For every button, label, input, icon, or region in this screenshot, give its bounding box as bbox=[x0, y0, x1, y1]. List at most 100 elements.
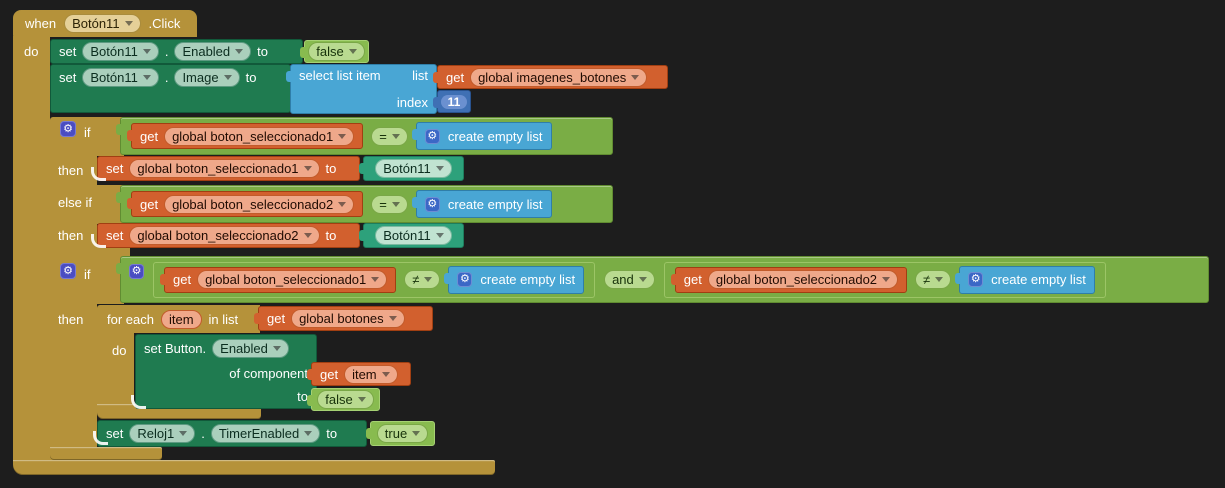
if1-elseif-row-ext[interactable] bbox=[97, 185, 124, 224]
get-keyword: get bbox=[173, 272, 192, 287]
set-enabled-block[interactable]: set Botón11 . Enabled to bbox=[50, 39, 303, 64]
mutator-gear-icon[interactable]: ⚙ bbox=[424, 196, 440, 212]
create-empty-list-label: create empty list bbox=[480, 272, 576, 287]
operator-dropdown[interactable]: ≠ bbox=[404, 270, 441, 289]
get-keyword: get bbox=[267, 311, 286, 326]
dot-label: . bbox=[164, 44, 169, 59]
get-global-boton-seleccionado2-block[interactable]: get global boton_seleccionado2 bbox=[670, 266, 908, 293]
false-logic-block[interactable]: false bbox=[307, 388, 380, 411]
chevron-down-icon bbox=[435, 233, 444, 238]
component-dropdown[interactable]: Botón11 bbox=[375, 226, 452, 245]
chevron-down-icon bbox=[338, 133, 347, 139]
when-component-dropdown[interactable]: Botón11 bbox=[64, 14, 141, 33]
variable-dropdown[interactable]: global boton_seleccionado1 bbox=[197, 270, 388, 289]
get-global-boton-seleccionado1-block[interactable]: get global boton_seleccionado1 bbox=[159, 266, 397, 293]
to-label: to bbox=[325, 228, 337, 243]
mutator-gear-icon[interactable]: ⚙ bbox=[424, 128, 440, 144]
loop-variable-field[interactable]: item bbox=[160, 309, 202, 329]
when-keyword: when bbox=[25, 16, 57, 31]
get-global-boton-seleccionado2-block[interactable]: get global boton_seleccionado2 bbox=[126, 191, 364, 217]
variable-dropdown[interactable]: item bbox=[344, 364, 398, 384]
set-image-block[interactable]: set Botón11 . Image to bbox=[50, 64, 291, 113]
chevron-down-icon bbox=[304, 431, 313, 436]
chevron-down-icon bbox=[371, 277, 380, 282]
chevron-down-icon bbox=[303, 233, 312, 238]
if1-block-spine[interactable] bbox=[50, 117, 97, 260]
select-list-item-block[interactable]: select list item list index bbox=[286, 64, 437, 114]
get-keyword: get bbox=[446, 69, 465, 85]
if1-if-row-ext[interactable] bbox=[97, 117, 124, 156]
when-block-spine[interactable] bbox=[13, 36, 50, 462]
if2-bottom-bar[interactable] bbox=[50, 447, 162, 460]
set-keyword: set bbox=[59, 70, 77, 85]
get-item-block[interactable]: get item bbox=[307, 362, 411, 386]
for-each-spine[interactable] bbox=[97, 331, 134, 409]
create-empty-list-block[interactable]: ⚙ create empty list bbox=[411, 122, 552, 150]
variable-dropdown[interactable]: global boton_seleccionado2 bbox=[129, 226, 320, 245]
logic-dropdown[interactable]: false bbox=[317, 390, 374, 409]
to-label: to bbox=[257, 44, 268, 59]
boton11-component-block[interactable]: Botón11 bbox=[359, 223, 464, 248]
set-global-boton-seleccionado1-block[interactable]: set global boton_seleccionado1 to bbox=[97, 156, 360, 181]
component-dropdown[interactable]: Botón11 bbox=[82, 68, 159, 87]
if1-bottom-ext[interactable] bbox=[97, 246, 130, 258]
create-empty-list-block[interactable]: ⚙ create empty list bbox=[411, 190, 552, 218]
mutator-gear-icon[interactable]: ⚙ bbox=[60, 121, 76, 137]
property-dropdown[interactable]: Enabled bbox=[174, 42, 252, 61]
create-empty-list-label: create empty list bbox=[991, 272, 1086, 287]
if-label: if bbox=[84, 267, 91, 282]
component-dropdown[interactable]: Botón11 bbox=[375, 159, 452, 178]
variable-dropdown[interactable]: global imagenes_botones bbox=[470, 67, 648, 87]
set-generic-button-enabled-block[interactable]: set Button. Enabled of component to bbox=[135, 334, 317, 409]
chevron-down-icon bbox=[348, 49, 357, 54]
get-global-imagenes-botones-block[interactable]: get global imagenes_botones bbox=[433, 65, 668, 89]
wrap-highlight bbox=[93, 431, 108, 445]
component-dropdown[interactable]: Reloj1 bbox=[129, 424, 196, 443]
operator-dropdown[interactable]: = bbox=[371, 126, 408, 146]
variable-dropdown[interactable]: global boton_seleccionado2 bbox=[707, 270, 899, 289]
variable-dropdown[interactable]: global boton_seleccionado2 bbox=[164, 194, 355, 214]
chevron-down-icon bbox=[124, 21, 133, 26]
not-equals-comparison-block[interactable]: get global boton_seleccionado1 ≠ ⚙ creat… bbox=[153, 261, 596, 298]
else-if-label: else if bbox=[58, 195, 92, 210]
mutator-gear-icon[interactable]: ⚙ bbox=[129, 264, 144, 279]
boton11-component-block[interactable]: Botón11 bbox=[359, 156, 464, 181]
operator-dropdown[interactable]: = bbox=[371, 194, 408, 214]
and-logic-block[interactable]: ⚙ get global boton_seleccionado1 ≠ ⚙ cre… bbox=[116, 256, 1209, 303]
logic-dropdown[interactable]: false bbox=[308, 42, 365, 61]
property-dropdown[interactable]: TimerEnabled bbox=[210, 424, 321, 443]
create-empty-list-block[interactable]: ⚙ create empty list bbox=[955, 265, 1095, 294]
set-global-boton-seleccionado2-block[interactable]: set global boton_seleccionado2 to bbox=[97, 223, 360, 248]
true-logic-block[interactable]: true bbox=[366, 421, 435, 446]
not-equals-comparison-block[interactable]: get global boton_seleccionado2 ≠ ⚙ creat… bbox=[663, 261, 1106, 298]
equals-comparison-block[interactable]: get global boton_seleccionado2 = ⚙ creat… bbox=[116, 185, 613, 223]
number-11-block[interactable]: 11 bbox=[433, 90, 471, 113]
variable-dropdown[interactable]: global boton_seleccionado1 bbox=[129, 159, 320, 178]
operator-dropdown[interactable]: ≠ bbox=[915, 270, 952, 289]
get-global-boton-seleccionado1-block[interactable]: get global boton_seleccionado1 bbox=[126, 123, 364, 149]
mutator-gear-icon[interactable]: ⚙ bbox=[968, 272, 984, 287]
create-empty-list-block[interactable]: ⚙ create empty list bbox=[444, 265, 585, 294]
number-field[interactable]: 11 bbox=[440, 94, 468, 109]
mutator-gear-icon[interactable]: ⚙ bbox=[457, 272, 473, 287]
set-timer-enabled-block[interactable]: set Reloj1 . TimerEnabled to bbox=[97, 420, 367, 447]
if2-block-spine[interactable] bbox=[50, 258, 97, 460]
chevron-down-icon bbox=[179, 431, 188, 436]
for-each-block-header[interactable]: for each item in list bbox=[97, 305, 260, 333]
logic-dropdown[interactable]: true bbox=[376, 424, 429, 443]
variable-dropdown[interactable]: global botones bbox=[291, 309, 405, 328]
get-global-botones-block[interactable]: get global botones bbox=[254, 306, 433, 331]
when-event-block-header[interactable]: when Botón11 .Click bbox=[13, 10, 197, 37]
chevron-down-icon bbox=[381, 371, 390, 377]
variable-dropdown[interactable]: global boton_seleccionado1 bbox=[164, 126, 355, 146]
equals-comparison-block[interactable]: get global boton_seleccionado1 = ⚙ creat… bbox=[116, 117, 613, 155]
property-dropdown[interactable]: Image bbox=[174, 68, 240, 87]
when-event-label: .Click bbox=[148, 16, 181, 31]
false-logic-block[interactable]: false bbox=[300, 40, 369, 63]
mutator-gear-icon[interactable]: ⚙ bbox=[60, 263, 76, 279]
and-operator-dropdown[interactable]: and bbox=[604, 270, 655, 289]
property-dropdown[interactable]: Enabled bbox=[212, 339, 289, 358]
component-dropdown[interactable]: Botón11 bbox=[82, 42, 159, 61]
when-block-bottom-bar[interactable] bbox=[13, 460, 495, 475]
